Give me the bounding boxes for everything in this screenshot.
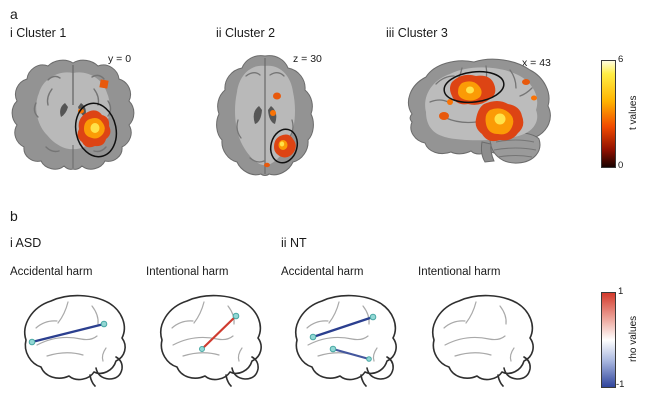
connectivity-overlay [309, 313, 377, 362]
node-dot [366, 356, 372, 362]
sulci-sketch-lines [443, 301, 515, 362]
brain-outline [295, 294, 397, 387]
cluster-2-annotation-circle [269, 128, 299, 164]
node-dot [28, 338, 36, 346]
cluster-2-coordinate: z = 30 [293, 53, 322, 65]
cluster-1-annotation-circle [74, 102, 118, 158]
activation-clusters [77, 79, 111, 148]
rho-colorbar-min-tick: -1 [616, 379, 625, 390]
connectivity-overlay [28, 320, 108, 346]
cluster-3-annotation-circle [443, 70, 505, 104]
panel-b-label: b [10, 208, 18, 224]
node-dot [369, 313, 377, 321]
node-dot [309, 333, 317, 341]
t-values-colorbar [601, 60, 616, 168]
negative-connection-line [312, 315, 374, 339]
cluster-1-coordinate: y = 0 [108, 53, 132, 65]
ventricles [60, 103, 86, 117]
nt-accidental-label: Accidental harm [281, 266, 364, 278]
brainstem [480, 141, 495, 163]
node-dot [232, 312, 240, 320]
coronal-brain-slice [11, 59, 135, 170]
t-colorbar-max-tick: 6 [618, 54, 624, 65]
activation-clusters [439, 74, 537, 142]
brain-outline [432, 294, 534, 387]
asd-intentional-brain-sketch [160, 294, 262, 387]
asd-accidental-label: Accidental harm [10, 266, 93, 278]
ventricles [253, 106, 277, 124]
nt-accidental-brain-sketch [295, 294, 397, 387]
panel-a-label: a [10, 6, 18, 22]
asd-accidental-brain-sketch [24, 294, 126, 387]
activation-clusters [264, 92, 296, 168]
sulci-sketch-lines [35, 301, 107, 362]
cluster-3-title: iii Cluster 3 [386, 26, 448, 40]
asd-intentional-label: Intentional harm [146, 266, 229, 278]
nt-intentional-brain-sketch [432, 294, 534, 387]
node-dot [329, 345, 337, 353]
node-dot [199, 346, 205, 352]
negative-connection-line [332, 347, 370, 361]
group-asd-title: i ASD [10, 236, 42, 250]
sagittal-brain-slice [408, 58, 551, 164]
nt-intentional-label: Intentional harm [418, 266, 501, 278]
t-colorbar-label: t values [628, 95, 639, 131]
node-dot [100, 320, 108, 328]
cluster-2-title: ii Cluster 2 [216, 26, 276, 40]
cerebellum-folds [493, 139, 537, 158]
rho-colorbar-label: rho values [628, 315, 639, 363]
sulci-sketch-lines [171, 301, 243, 362]
negative-connection-line [31, 322, 105, 344]
axial-brain-slice [216, 55, 314, 176]
rho-values-colorbar [601, 292, 616, 388]
cluster-3-coordinate: x = 43 [522, 57, 551, 69]
sulci-lines [33, 74, 112, 153]
group-nt-title: ii NT [281, 236, 307, 250]
connectivity-overlay [199, 312, 240, 352]
cluster-1-title: i Cluster 1 [10, 26, 67, 40]
t-colorbar-min-tick: 0 [618, 160, 624, 171]
positive-connection-line [201, 315, 237, 350]
rho-colorbar-max-tick: 1 [618, 286, 624, 297]
